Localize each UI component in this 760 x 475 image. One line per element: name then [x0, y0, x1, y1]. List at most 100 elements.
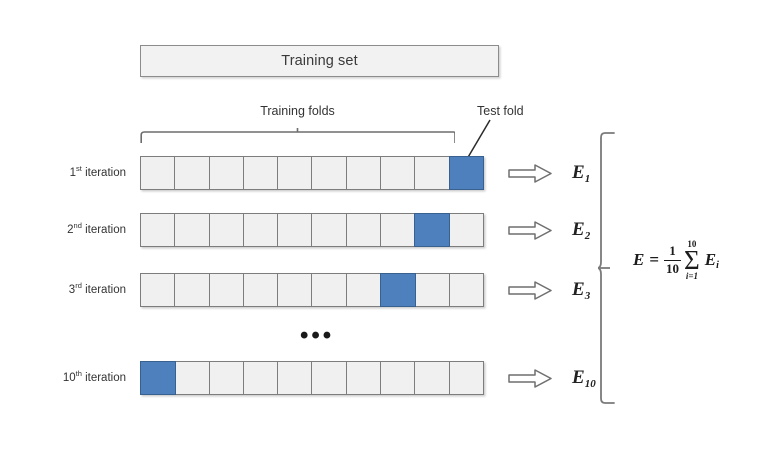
error-subscript: 2	[584, 230, 591, 242]
training-fold-cell[interactable]	[380, 156, 416, 190]
iteration-error-label: E10	[572, 361, 596, 395]
training-fold-cell[interactable]	[277, 273, 313, 307]
iteration-ordinal-suffix: nd	[73, 221, 82, 231]
iteration-ordinal-suffix: th	[75, 369, 82, 379]
error-base: E	[572, 162, 585, 183]
formula-fraction: 1 10	[664, 243, 682, 277]
error-base: E	[572, 367, 585, 388]
iteration-error-label: E3	[572, 273, 590, 307]
training-fold-cell[interactable]	[448, 273, 485, 307]
test-fold-cell[interactable]	[414, 213, 451, 247]
training-fold-cell[interactable]	[311, 273, 348, 307]
iteration-ordinal-suffix: rd	[75, 281, 82, 291]
training-fold-cell[interactable]	[448, 361, 485, 395]
training-fold-cell[interactable]	[242, 213, 279, 247]
training-fold-cell[interactable]	[448, 213, 485, 247]
training-fold-cell[interactable]	[277, 213, 313, 247]
formula-equals: =	[649, 250, 660, 270]
training-fold-cell[interactable]	[208, 213, 245, 247]
formula-lhs: E	[633, 250, 645, 270]
training-fold-cell[interactable]	[208, 156, 245, 190]
fraction-denominator: 10	[666, 261, 680, 277]
training-fold-cell[interactable]	[208, 361, 245, 395]
term-subscript: i	[716, 260, 719, 272]
training-fold-cell[interactable]	[242, 361, 279, 395]
training-fold-cell[interactable]	[174, 273, 210, 307]
error-base: E	[572, 219, 585, 240]
test-fold-leader-line	[466, 119, 491, 160]
fraction-bar	[664, 259, 682, 262]
test-fold-cell[interactable]	[140, 361, 176, 395]
iteration-number: 1	[69, 167, 77, 179]
iteration-ordinal-suffix: st	[76, 164, 82, 174]
formula-term: Ei	[704, 250, 719, 272]
iteration-row-label: 1st iteration	[70, 156, 126, 190]
training-fold-cell[interactable]	[414, 156, 451, 190]
training-fold-cell[interactable]	[380, 361, 416, 395]
training-fold-cell[interactable]	[174, 361, 210, 395]
iteration-row-label: 2nd iteration	[67, 213, 126, 247]
clipped-toolbar-artifact	[250, 0, 550, 4]
training-fold-cell[interactable]	[345, 273, 382, 307]
iteration-word: iteration	[85, 372, 126, 384]
fold-strip	[140, 213, 485, 247]
iteration-number: 2	[67, 224, 74, 236]
error-grouping-brace	[598, 132, 615, 404]
iteration-word: iteration	[85, 167, 126, 179]
error-subscript: 1	[584, 173, 591, 185]
iteration-word: iteration	[85, 284, 126, 296]
training-fold-cell[interactable]	[242, 273, 279, 307]
training-fold-cell[interactable]	[208, 273, 245, 307]
iteration-error-label: E2	[572, 213, 590, 247]
training-fold-cell[interactable]	[140, 273, 176, 307]
error-base: E	[572, 279, 585, 300]
term-base: E	[704, 250, 717, 270]
test-fold-cell[interactable]	[448, 156, 485, 190]
test-fold-label: Test fold	[477, 104, 524, 118]
training-fold-cell[interactable]	[345, 213, 382, 247]
training-fold-cell[interactable]	[414, 361, 451, 395]
error-subscript: 10	[584, 378, 596, 390]
sigma-upper-limit: 10	[687, 239, 697, 249]
error-subscript: 3	[584, 290, 591, 302]
training-fold-cell[interactable]	[140, 156, 176, 190]
summation-operator: 10 Σ i=1	[684, 240, 700, 281]
training-fold-cell[interactable]	[174, 156, 210, 190]
iteration-row-label: 10th iteration	[63, 361, 126, 395]
sigma-lower-limit: i=1	[685, 270, 698, 281]
training-fold-cell[interactable]	[414, 273, 451, 307]
block-right-arrow-icon	[508, 369, 552, 388]
block-right-arrow-icon	[508, 281, 552, 300]
block-right-arrow-icon	[508, 164, 552, 183]
training-folds-label: Training folds	[260, 104, 335, 118]
ellipsis-indicator: •••	[300, 322, 335, 349]
training-fold-cell[interactable]	[277, 361, 313, 395]
iteration-row-label: 3rd iteration	[69, 273, 126, 307]
training-fold-cell[interactable]	[311, 156, 348, 190]
training-fold-cell[interactable]	[380, 213, 416, 247]
test-fold-cell[interactable]	[380, 273, 416, 307]
fold-strip	[140, 361, 485, 395]
training-folds-bracket	[140, 128, 455, 143]
training-fold-cell[interactable]	[174, 213, 210, 247]
fold-strip	[140, 273, 485, 307]
training-fold-cell[interactable]	[311, 361, 348, 395]
training-fold-cell[interactable]	[242, 156, 279, 190]
training-fold-cell[interactable]	[311, 213, 348, 247]
sigma-glyph: Σ	[684, 245, 700, 275]
iteration-number: 3	[68, 284, 76, 296]
iteration-error-label: E1	[572, 156, 590, 190]
training-set-label: Training set	[281, 53, 358, 69]
training-fold-cell[interactable]	[345, 361, 382, 395]
training-fold-cell[interactable]	[140, 213, 176, 247]
iteration-word: iteration	[85, 224, 126, 236]
training-fold-cell[interactable]	[345, 156, 382, 190]
training-fold-cell[interactable]	[277, 156, 313, 190]
training-set-bar: Training set	[140, 45, 499, 77]
fold-strip	[140, 156, 485, 190]
